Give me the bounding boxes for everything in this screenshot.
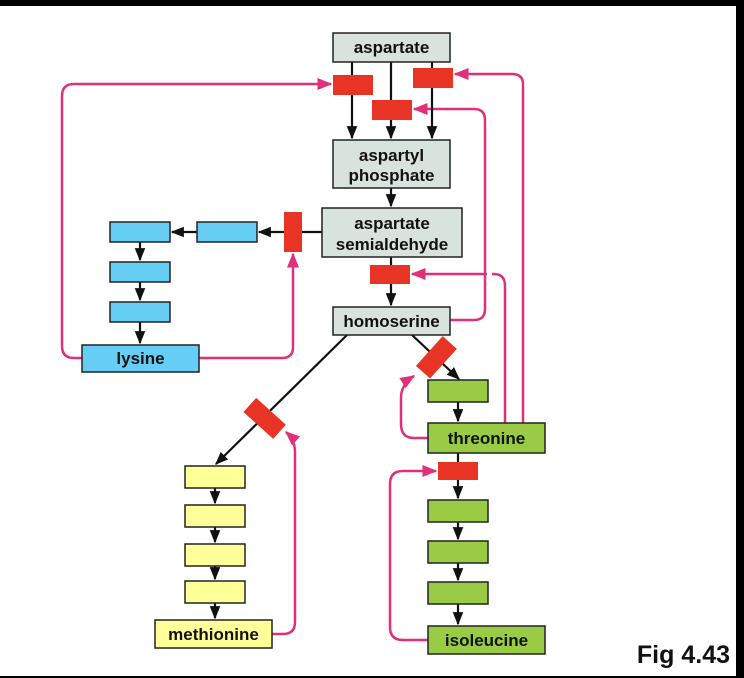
enzyme-blocks — [243, 68, 478, 480]
node-homoserine-label: homoserine — [343, 312, 439, 331]
flow-homoserine-to-met — [215, 334, 348, 465]
feedback-lysine-to-kinase1 — [60, 78, 333, 360]
node-methionine-label: methionine — [168, 625, 259, 644]
lysine-intermediate-2 — [196, 221, 258, 243]
node-lysine: lysine — [81, 344, 200, 373]
node-aspartate-label: aspartate — [354, 38, 430, 57]
methionine-intermediate-3 — [184, 543, 246, 567]
enzyme-aspartate-kinase-2 — [372, 100, 412, 120]
lysine-intermediate-3 — [109, 261, 171, 283]
node-aspartyl-phosphate-label-1: aspartyl — [359, 146, 424, 165]
enzyme-threonine-branch — [415, 336, 457, 379]
pathway-diagram: aspartate aspartyl phosphate aspartate s… — [60, 32, 546, 655]
enzyme-isoleucine-branch — [438, 462, 478, 480]
isoleucine-intermediate-1 — [427, 499, 489, 523]
node-isoleucine-label: isoleucine — [445, 631, 528, 650]
feedback-isoleucine-to-enzyme — [388, 465, 438, 642]
lysine-intermediate-1 — [109, 221, 171, 243]
enzyme-aspartate-kinase-1 — [333, 75, 373, 95]
methionine-intermediate-4 — [184, 580, 246, 604]
feedback-homoserine-to-kinase2 — [412, 103, 487, 322]
feedback-threonine-to-homoserine-dh — [412, 274, 507, 423]
node-boxes: aspartate aspartyl phosphate aspartate s… — [81, 32, 546, 655]
enzyme-homoserine-dh — [370, 265, 410, 284]
methionine-intermediate-2 — [184, 504, 246, 528]
diagram-canvas: aspartate aspartyl phosphate aspartate s… — [0, 6, 736, 676]
feedback-methionine-to-enzyme — [272, 431, 301, 636]
node-aspartate-semialdehyde: aspartate semialdehyde — [321, 207, 463, 258]
node-methionine: methionine — [154, 619, 273, 649]
feedback-lines — [60, 68, 525, 642]
feedback-lysine-to-semialdehyde-enzyme — [199, 252, 299, 360]
feedback-threonine-to-kinase3 — [453, 68, 525, 423]
figure-label: Fig 4.43 — [636, 641, 730, 669]
isoleucine-intermediate-3 — [427, 581, 489, 605]
node-isoleucine: isoleucine — [427, 625, 546, 655]
isoleucine-intermediate-2 — [427, 540, 489, 564]
node-aspartate: aspartate — [332, 32, 451, 63]
feedback-threonine-to-threonine-enzyme — [399, 374, 428, 440]
methionine-intermediate-1 — [184, 465, 246, 489]
node-threonine-label: threonine — [448, 429, 525, 448]
enzyme-methionine-branch — [243, 397, 286, 439]
node-aspartyl-phosphate: aspartyl phosphate — [332, 139, 451, 189]
node-lysine-label: lysine — [116, 349, 164, 368]
lysine-intermediate-4 — [109, 301, 171, 323]
threonine-intermediate-1 — [427, 379, 489, 403]
node-semialdehyde-label-1: aspartate — [354, 214, 430, 233]
node-semialdehyde-label-2: semialdehyde — [336, 235, 448, 254]
enzyme-aspartate-kinase-3 — [413, 68, 453, 88]
node-aspartyl-phosphate-label-2: phosphate — [349, 166, 435, 185]
node-threonine: threonine — [427, 422, 546, 454]
node-homoserine: homoserine — [332, 306, 451, 336]
enzyme-lysine-branch — [284, 212, 302, 252]
